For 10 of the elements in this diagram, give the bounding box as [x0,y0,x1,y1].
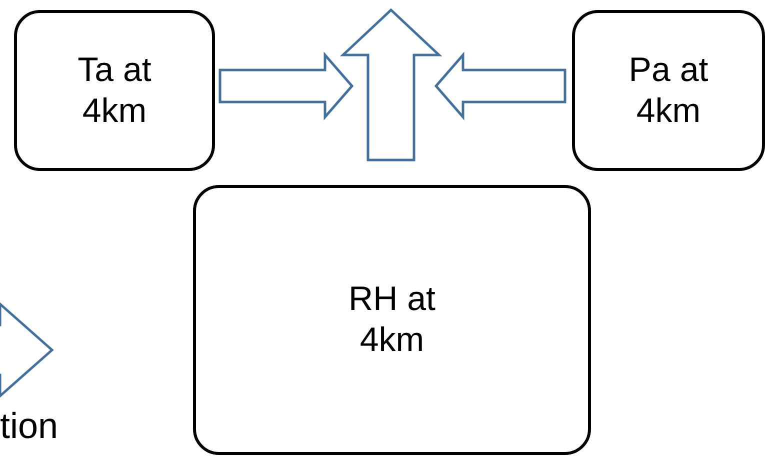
block-arrow [218,52,354,120]
rounded-box [193,185,591,455]
box-label: Ta at 4km [76,50,152,132]
rounded-box [572,10,765,171]
box-label: Pa at 4km [628,50,710,132]
block-arrow [340,8,442,162]
rounded-box [14,10,215,171]
block-arrow [434,52,566,120]
box-label: RH at 4km [348,279,436,361]
text-label: tion [0,405,58,447]
